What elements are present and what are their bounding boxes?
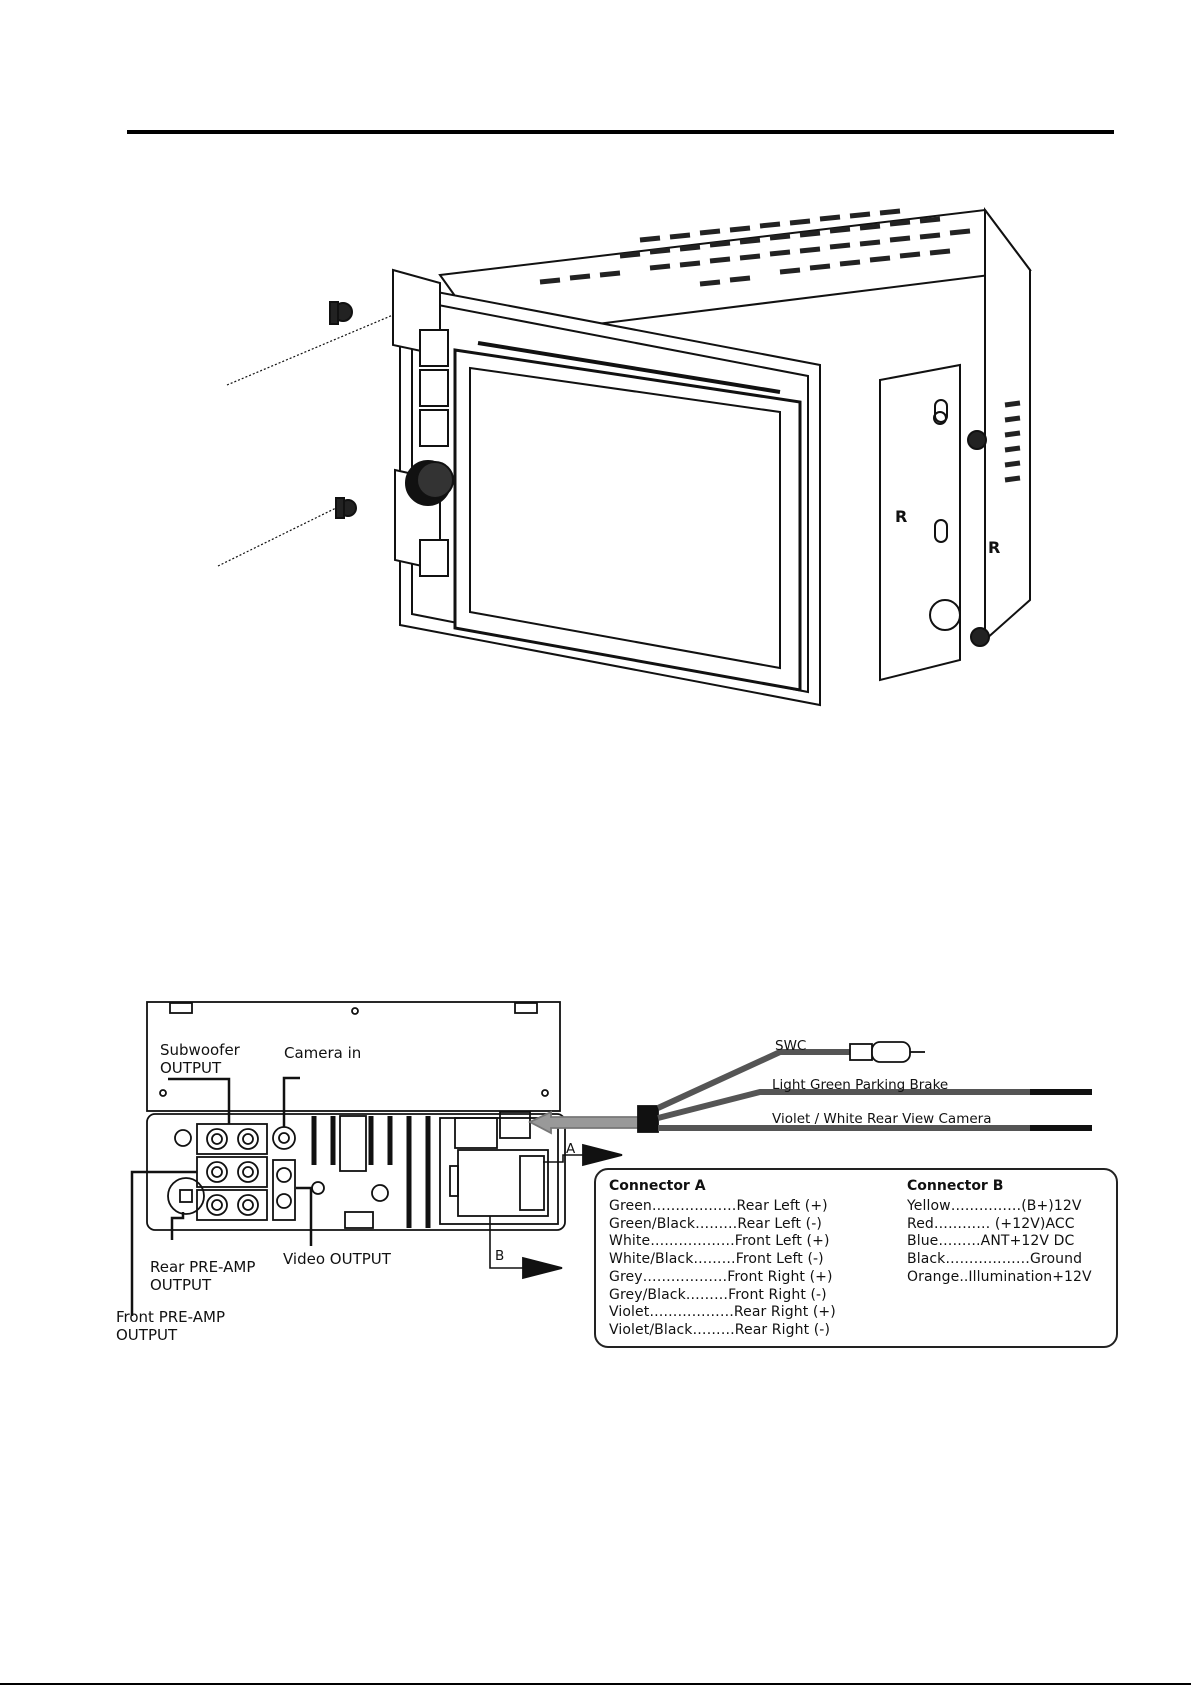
label-front-preamp-line2: OUTPUT <box>116 1326 178 1344</box>
connector-b-row: Red………… (+12V)ACC <box>907 1215 1075 1232</box>
label-subwoofer-line1: Subwoofer <box>160 1041 241 1059</box>
connector-a-row: Violet/Black………Rear Right (-) <box>609 1321 831 1338</box>
label-video-output: Video OUTPUT <box>283 1250 392 1268</box>
label-swc-wire: SWC <box>775 1038 806 1054</box>
connector-b-row: Black………………Ground <box>907 1251 1083 1268</box>
connector-b-row: Blue………ANT+12V DC <box>907 1233 1075 1250</box>
connector-a-row: White/Black………Front Left (-) <box>609 1251 824 1268</box>
connector-a-row: Green/Black………Rear Left (-) <box>609 1215 822 1232</box>
label-arrow-a: A <box>566 1141 576 1157</box>
connector-b-row: Orange..Illumination+12V <box>907 1268 1092 1285</box>
connector-a-row: White………………Front Left (+) <box>609 1233 830 1250</box>
label-arrow-b: B <box>495 1248 504 1264</box>
connector-b-row: Yellow……………(B+)12V <box>907 1198 1082 1214</box>
connector-b-title: Connector B <box>907 1178 1004 1194</box>
connector-legend-box: Connector A Green………………Rear Left (+)Gree… <box>594 1168 1118 1348</box>
connector-a-row: Grey/Black………Front Right (-) <box>609 1286 827 1303</box>
label-rear-preamp-line2: OUTPUT <box>150 1276 212 1294</box>
connector-a-title: Connector A <box>609 1178 706 1194</box>
footer-rule <box>0 1683 1191 1685</box>
connector-a-row: Grey………………Front Right (+) <box>609 1268 833 1285</box>
header-rule <box>127 130 1114 134</box>
label-rear-camera-wire: Violet / White Rear View Camera <box>772 1111 991 1127</box>
unit-label-r-right: R <box>988 538 1000 557</box>
connector-a-row: Green………………Rear Left (+) <box>609 1198 828 1214</box>
label-rear-preamp-line1: Rear PRE-AMP <box>150 1258 255 1276</box>
rear-panel-illustration <box>130 1001 1092 1316</box>
connector-a-column: Connector A Green………………Rear Left (+)Gree… <box>609 1178 836 1340</box>
head-unit-illustration <box>217 207 1032 707</box>
label-camera-in: Camera in <box>284 1044 361 1062</box>
connector-a-row: Violet………………Rear Right (+) <box>609 1304 836 1321</box>
label-subwoofer-line2: OUTPUT <box>160 1059 222 1077</box>
label-parking-brake-wire: Light Green Parking Brake <box>772 1077 948 1093</box>
unit-label-r-left: R <box>895 507 907 526</box>
label-front-preamp-line1: Front PRE-AMP <box>116 1308 225 1326</box>
